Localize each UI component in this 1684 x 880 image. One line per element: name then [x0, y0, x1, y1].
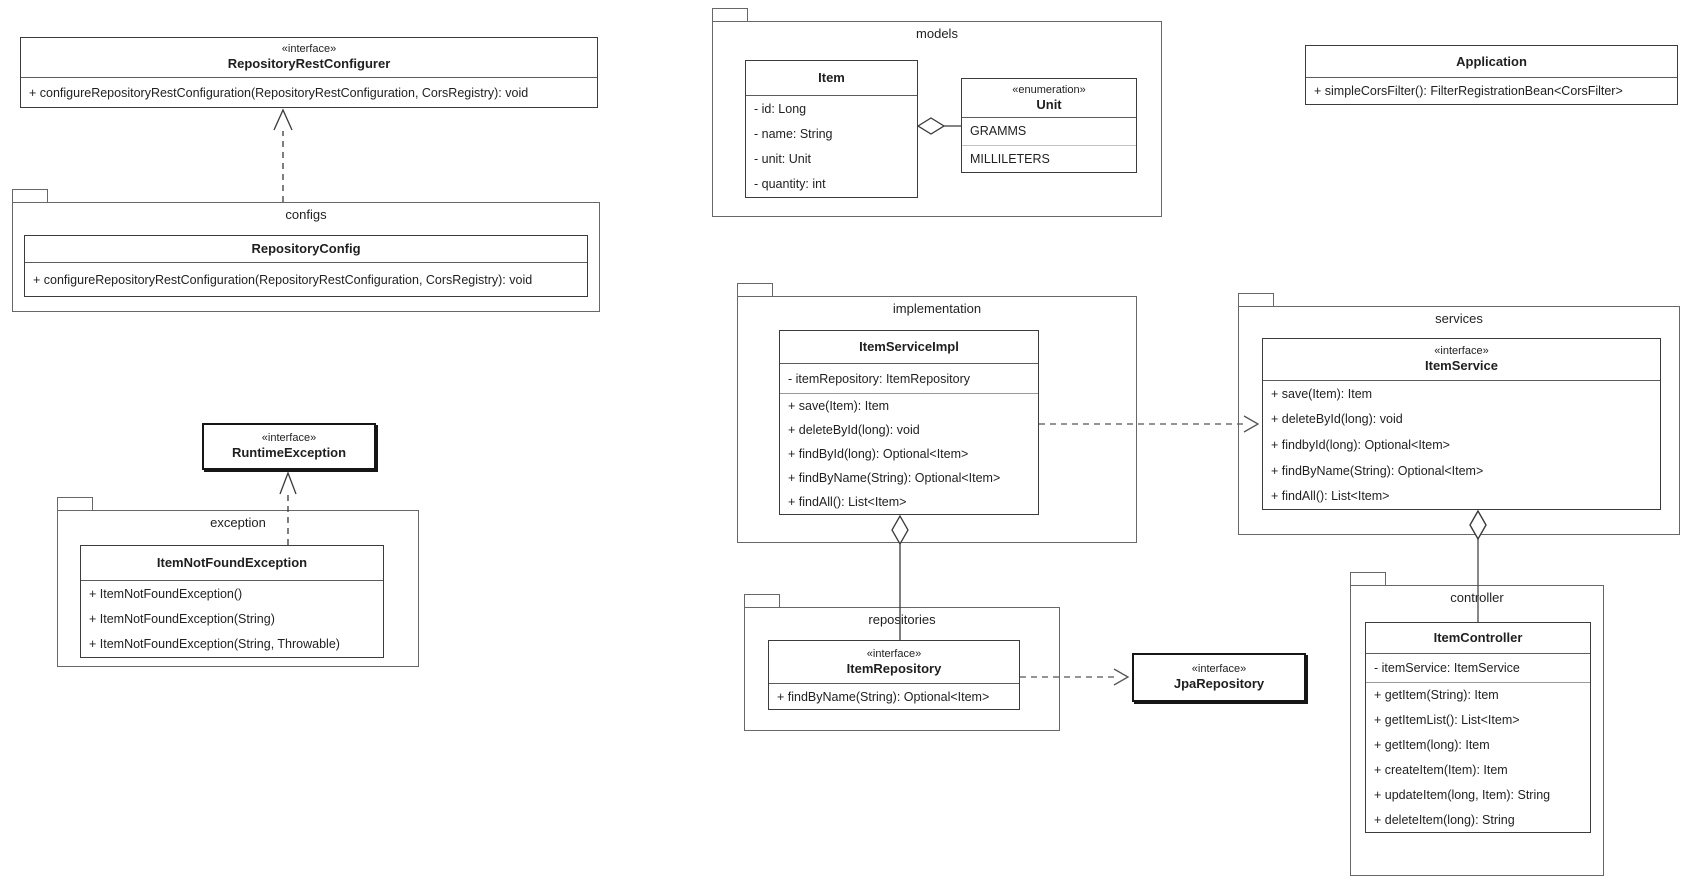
package-label: configs: [285, 207, 327, 222]
class-stereotype: «interface»: [281, 43, 337, 55]
package-label: services: [1435, 311, 1483, 326]
method-row: + findbyId(long): Optional<Item>: [1271, 437, 1450, 452]
methods-section: + save(Item): Item + deleteById(long): v…: [1263, 381, 1660, 509]
method-row: + configureRepositoryRestConfiguration(R…: [29, 85, 529, 100]
enum-value-row: MILLILETERS: [962, 144, 1136, 173]
class-item-repository: «interface» ItemRepository + findByName(…: [768, 640, 1020, 710]
class-name: ItemService: [1425, 358, 1498, 373]
package-tab: [57, 497, 93, 511]
methods-section: + getItem(String): Item + getItemList():…: [1366, 682, 1590, 832]
method-row: + deleteById(long): void: [788, 423, 920, 437]
methods-section: + save(Item): Item + deleteById(long): v…: [780, 393, 1038, 514]
package-tab: [1238, 293, 1274, 307]
class-header: «interface» ItemService: [1263, 339, 1660, 381]
attribute-row: - id: Long: [754, 101, 807, 116]
methods-section: + configureRepositoryRestConfiguration(R…: [25, 263, 587, 296]
class-header: ItemServiceImpl: [780, 331, 1038, 364]
class-header: «enumeration» Unit: [962, 79, 1136, 118]
package-label: controller: [1450, 590, 1504, 605]
class-name: ItemNotFoundException: [156, 555, 308, 570]
class-name: Item: [818, 70, 845, 85]
method-row: + save(Item): Item: [1271, 386, 1373, 401]
class-header: «interface» JpaRepository: [1134, 655, 1304, 700]
method-row: + getItem(long): Item: [1374, 738, 1490, 753]
class-stereotype: «enumeration»: [1012, 83, 1086, 96]
package-label: implementation: [892, 301, 982, 316]
class-name: JpaRepository: [1173, 676, 1265, 691]
package-tab: [712, 8, 748, 22]
attribute-row: - name: String: [754, 126, 833, 141]
class-item-controller: ItemController - itemService: ItemServic…: [1365, 622, 1591, 833]
method-row: + deleteItem(long): String: [1374, 812, 1515, 827]
method-row: + updateItem(long, Item): String: [1374, 787, 1551, 802]
method-row: + getItem(String): Item: [1374, 688, 1499, 703]
class-repository-config: RepositoryConfig + configureRepositoryRe…: [24, 235, 588, 297]
class-name: ItemController: [1433, 630, 1523, 645]
class-header: RepositoryConfig: [25, 236, 587, 263]
class-header: «interface» RepositoryRestConfigurer: [21, 38, 597, 78]
class-item-not-found-exception: ItemNotFoundException + ItemNotFoundExce…: [80, 545, 384, 658]
method-row: + ItemNotFoundException(String, Throwabl…: [89, 637, 340, 652]
class-name: Unit: [1036, 96, 1062, 112]
class-name: RuntimeException: [231, 445, 347, 460]
attribute-row: - unit: Unit: [754, 152, 811, 167]
class-header: Item: [746, 61, 917, 96]
class-stereotype: «interface»: [1191, 663, 1247, 675]
class-jpa-repository: «interface» JpaRepository: [1132, 653, 1306, 702]
class-item: Item - id: Long - name: String - unit: U…: [745, 60, 918, 198]
class-item-service: «interface» ItemService + save(Item): It…: [1262, 338, 1661, 510]
method-row: + findByName(String): Optional<Item>: [777, 689, 990, 704]
package-label: models: [916, 26, 958, 41]
package-tab: [12, 189, 48, 203]
method-row: + ItemNotFoundException(): [89, 586, 243, 601]
enum-value-row: GRAMMS: [970, 124, 1027, 139]
method-row: + findAll(): List<Item>: [788, 495, 907, 509]
class-header: ItemController: [1366, 623, 1590, 654]
attributes-section: - id: Long - name: String - unit: Unit -…: [746, 96, 917, 197]
class-application: Application + simpleCorsFilter(): Filter…: [1305, 45, 1678, 105]
class-name: RepositoryConfig: [251, 241, 361, 256]
class-header: «interface» RuntimeException: [204, 425, 374, 468]
attribute-row: - quantity: int: [754, 177, 826, 192]
class-name: ItemServiceImpl: [859, 339, 959, 354]
methods-section: + findByName(String): Optional<Item>: [769, 684, 1019, 709]
method-row: + createItem(Item): Item: [1374, 762, 1508, 777]
class-name: Application: [1456, 53, 1527, 69]
methods-section: + ItemNotFoundException() + ItemNotFound…: [81, 581, 383, 657]
class-header: Application: [1306, 46, 1677, 78]
method-row: + simpleCorsFilter(): FilterRegistration…: [1314, 84, 1623, 98]
methods-section: + configureRepositoryRestConfiguration(R…: [21, 78, 597, 107]
class-name: RepositoryRestConfigurer: [227, 56, 391, 71]
method-row: + getItemList(): List<Item>: [1374, 713, 1520, 728]
enum-values-section: GRAMMS MILLILETERS: [962, 118, 1136, 172]
package-label: exception: [210, 515, 266, 530]
attribute-row: - itemRepository: ItemRepository: [788, 371, 971, 386]
method-row: + findById(long): Optional<Item>: [788, 447, 969, 461]
package-tab: [744, 594, 780, 608]
methods-section: + simpleCorsFilter(): FilterRegistration…: [1306, 78, 1677, 104]
class-stereotype: «interface»: [1434, 345, 1489, 357]
package-tab: [737, 283, 773, 297]
method-row: + findAll(): List<Item>: [1271, 489, 1390, 504]
attributes-section: - itemRepository: ItemRepository: [780, 364, 1038, 393]
class-stereotype: «interface»: [866, 647, 922, 660]
method-row: + configureRepositoryRestConfiguration(R…: [33, 272, 533, 287]
class-header: ItemNotFoundException: [81, 546, 383, 581]
method-row: + deleteById(long): void: [1271, 412, 1403, 427]
class-header: «interface» ItemRepository: [769, 641, 1019, 684]
class-name: ItemRepository: [846, 660, 942, 676]
attribute-row: - itemService: ItemService: [1374, 661, 1520, 675]
method-row: + findByName(String): Optional<Item>: [1271, 463, 1484, 478]
class-item-service-impl: ItemServiceImpl - itemRepository: ItemRe…: [779, 330, 1039, 515]
package-tab: [1350, 572, 1386, 586]
attributes-section: - itemService: ItemService: [1366, 654, 1590, 682]
class-runtime-exception: «interface» RuntimeException: [202, 423, 376, 470]
class-repository-rest-configurer: «interface» RepositoryRestConfigurer + c…: [20, 37, 598, 108]
method-row: + save(Item): Item: [788, 399, 890, 413]
package-label: repositories: [868, 612, 936, 627]
method-row: + ItemNotFoundException(String): [89, 611, 275, 626]
class-unit-enumeration: «enumeration» Unit GRAMMS MILLILETERS: [961, 78, 1137, 173]
class-stereotype: «interface»: [261, 432, 317, 444]
method-row: + findByName(String): Optional<Item>: [788, 471, 1001, 485]
